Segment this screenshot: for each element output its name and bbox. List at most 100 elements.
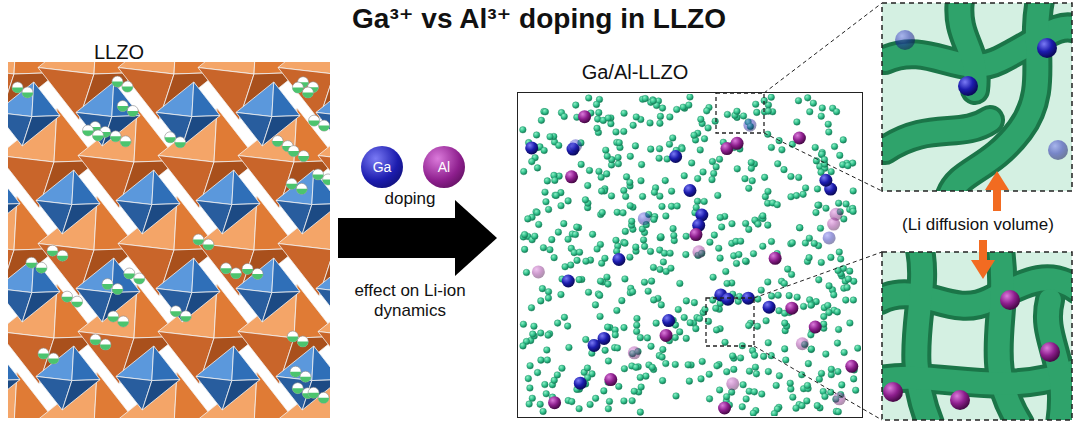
li-atom — [716, 156, 723, 163]
li-atom — [650, 264, 657, 271]
li-site-fill — [90, 340, 101, 346]
li-atom — [702, 306, 709, 313]
li-atom — [605, 405, 612, 412]
polyhedron-face — [272, 258, 300, 293]
li-site-shell — [319, 120, 330, 131]
li-atom — [739, 404, 746, 411]
li-site-shell — [193, 234, 204, 245]
ga-atom — [588, 339, 601, 352]
li-site-fill — [124, 274, 135, 280]
al-atom — [809, 321, 822, 334]
li-atom — [765, 279, 772, 286]
li-site — [165, 132, 176, 143]
li-atom — [776, 373, 783, 380]
li-atom — [709, 176, 716, 183]
li-atom — [696, 315, 703, 322]
li-atom — [628, 218, 635, 225]
polyhedron-face — [192, 258, 220, 293]
li-atom — [698, 116, 705, 123]
li-site — [296, 183, 307, 194]
li-atom — [614, 307, 621, 314]
al-atom — [532, 265, 545, 278]
inset-frame — [882, 252, 1072, 420]
li-site-shell — [292, 82, 303, 93]
li-atom — [674, 203, 681, 210]
al-atom — [718, 401, 731, 414]
box-frame — [517, 92, 863, 418]
li-site — [102, 279, 113, 290]
li-atom — [525, 216, 532, 223]
li-atom — [752, 364, 759, 371]
li-atom — [598, 188, 605, 195]
li-atom — [850, 208, 857, 215]
li-atom — [572, 102, 579, 109]
dopant-ga: Ga — [361, 146, 403, 188]
polyhedron-face — [302, 380, 330, 410]
li-site — [22, 87, 33, 98]
li-atom — [788, 271, 795, 278]
li-atom — [768, 352, 775, 359]
li-site-fill — [302, 93, 313, 99]
li-atom — [701, 136, 708, 143]
li-atom — [826, 283, 833, 290]
li-atom — [710, 274, 717, 281]
li-atom — [554, 372, 561, 379]
li-atom — [713, 327, 720, 334]
li-atom — [691, 299, 698, 306]
li-atom — [614, 345, 621, 352]
li-atom — [651, 216, 658, 223]
li-atom — [697, 147, 704, 154]
li-atom — [722, 339, 729, 346]
li-atom — [662, 360, 669, 367]
li-atom — [587, 401, 594, 408]
polyhedron-face — [116, 346, 154, 381]
li-site-fill — [203, 245, 214, 251]
li-atom — [528, 158, 535, 165]
li-atom — [823, 351, 830, 358]
li-atom — [541, 147, 548, 154]
li-atom — [808, 301, 815, 308]
li-atom — [837, 256, 844, 263]
li-atom — [535, 221, 542, 228]
li-atom — [799, 402, 806, 409]
li-atom — [670, 225, 677, 232]
li-site — [118, 316, 129, 327]
ga-atom — [669, 150, 682, 163]
li-site-shell — [72, 296, 83, 307]
zoom-inset — [882, 252, 1072, 420]
li-site — [220, 263, 231, 274]
md-snapshot — [520, 94, 861, 416]
li-atom — [746, 368, 753, 375]
diffusion-channel — [885, 120, 990, 150]
li-atom — [641, 243, 648, 250]
panel-heading: LLZO — [4, 40, 234, 64]
polyhedron-face — [76, 82, 114, 117]
al-atom — [689, 228, 702, 241]
polyhedron — [36, 170, 100, 234]
li-site-shell — [124, 268, 135, 279]
li-atom — [815, 202, 822, 209]
li-atom — [641, 279, 648, 286]
li-atom — [691, 132, 698, 139]
li-site-shell — [272, 136, 283, 147]
diffusion-channel — [916, 252, 930, 420]
li-site-shell — [120, 136, 131, 147]
li-site-fill — [83, 130, 94, 136]
li-atom — [828, 366, 835, 373]
li-site — [83, 125, 94, 136]
li-atom — [781, 346, 788, 353]
li-atom — [540, 244, 547, 251]
li-site — [318, 392, 329, 403]
li-site-fill — [36, 268, 47, 273]
li-atom — [717, 255, 724, 262]
li-atom — [844, 284, 851, 291]
polyhedron-face — [196, 346, 234, 381]
li-site-shell — [127, 106, 138, 117]
polyhedron — [236, 82, 300, 146]
li-atom — [673, 106, 680, 113]
li-atom — [561, 314, 568, 321]
li-atom — [605, 281, 612, 288]
li-site-fill — [120, 141, 131, 146]
li-atom — [521, 231, 528, 238]
ga-atom — [574, 377, 587, 390]
